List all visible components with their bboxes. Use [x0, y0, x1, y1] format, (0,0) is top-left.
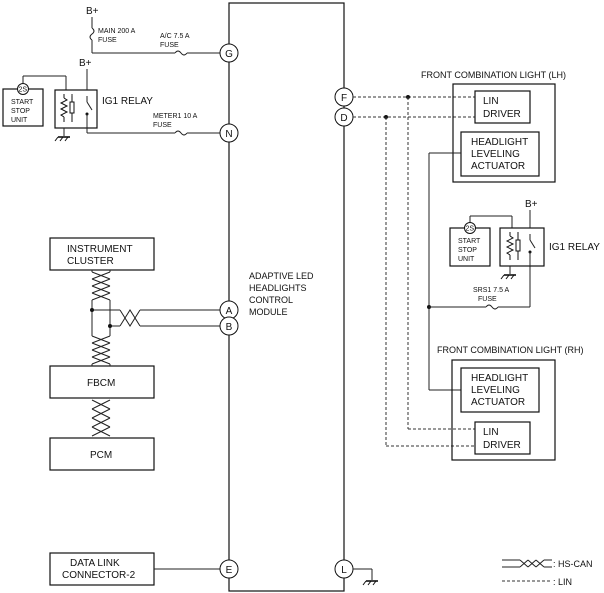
module-body	[228, 2, 345, 592]
ac-fuse-label-1: A/C 7.5 A	[160, 33, 190, 40]
pin-g-circle	[219, 43, 239, 63]
battery-label-main: B+	[86, 6, 99, 17]
pcm-label: PCM	[90, 450, 112, 461]
ig1-relay-circuit-lh: START STOP UNIT 2S B+ IG1 RELAY METER1 1…	[2, 58, 220, 142]
pin-l: L	[341, 565, 347, 576]
pcm-box	[49, 437, 155, 471]
front-lh-title: FRONT COMBINATION LIGHT (LH)	[421, 70, 566, 80]
pin-e: E	[226, 565, 233, 576]
module-name-line-4: MODULE	[249, 307, 288, 317]
meter1-fuse-label-1: METER1 10 A	[153, 113, 198, 120]
lin-driver-rh-line-1: LIN	[483, 427, 499, 438]
relay-pin-label-lh: 2S	[19, 87, 28, 94]
battery-label-lh: B+	[79, 58, 92, 69]
pin-n: N	[225, 129, 232, 140]
actuator-rh-line-2: LEVELING	[471, 385, 520, 396]
pin-e-circle	[219, 559, 239, 579]
ig1-relay-rh-label: IG1 RELAY	[549, 242, 600, 253]
actuator-lh-line-1: HEADLIGHT	[471, 137, 528, 148]
pin-f: F	[341, 93, 347, 104]
start-stop-rh-line-1: START	[458, 238, 481, 245]
front-lh-frame	[452, 83, 556, 183]
legend-lin-label: : LIN	[553, 577, 572, 587]
instrument-cluster-line-2: CLUSTER	[67, 256, 114, 267]
fbcm-box	[49, 365, 155, 399]
ig1-relay-circuit-rh: START STOP UNIT 2S B+ IG1 RELAY	[449, 199, 600, 280]
lin-driver-lh-line-2: DRIVER	[483, 109, 521, 120]
front-rh-frame	[451, 359, 556, 461]
pin-g: G	[225, 49, 233, 60]
hs-can-bus: INSTRUMENT CLUSTER FBCM PCM	[49, 237, 220, 471]
hs-can-twisted-pair-upper	[91, 270, 111, 366]
pin-b: B	[226, 322, 233, 333]
instrument-cluster-line-1: INSTRUMENT	[67, 244, 133, 255]
fbcm-label: FBCM	[87, 378, 115, 389]
start-stop-unit-lh	[2, 88, 44, 127]
data-link-connector-box	[49, 552, 155, 586]
hs-can-twisted-pair-lower	[91, 335, 111, 437]
front-combination-light-rh: FRONT COMBINATION LIGHT (RH) HEADLIGHT L…	[437, 345, 584, 461]
main-fuse-label-1: MAIN 200 A	[98, 28, 136, 35]
main-fuse-label-2: FUSE	[98, 37, 117, 44]
module-name-line-3: CONTROL	[249, 295, 293, 305]
start-stop-unit-rh	[449, 227, 491, 267]
relay-pin-circle-lh	[17, 83, 29, 95]
actuator-rh-line-3: ACTUATOR	[471, 397, 525, 408]
start-stop-rh-line-2: STOP	[458, 247, 477, 254]
relay-pin-label-rh: 2S	[466, 226, 475, 233]
pin-a: A	[226, 306, 233, 317]
relay-pin-circle-rh	[464, 222, 476, 234]
actuator-supply-wiring: SRS1 7.5 A FUSE	[427, 152, 531, 391]
ac-fuse-label-2: FUSE	[160, 42, 179, 49]
legend-hs-can-label: : HS-CAN	[553, 559, 593, 569]
headlight-leveling-actuator-lh-box	[460, 131, 540, 177]
legend: : HS-CAN : LIN	[502, 559, 593, 587]
actuator-rh-line-1: HEADLIGHT	[471, 373, 528, 384]
ig1-relay-lh-label: IG1 RELAY	[102, 96, 153, 107]
dlc-line-1: DATA LINK	[70, 558, 120, 569]
pin-n-circle	[219, 123, 239, 143]
ig1-relay-lh	[54, 89, 98, 129]
srs1-fuse-label-1: SRS1 7.5 A	[473, 287, 510, 294]
lin-driver-rh-line-2: DRIVER	[483, 440, 521, 451]
start-stop-lh-line-2: STOP	[11, 108, 30, 115]
adaptive-led-headlights-control-module: ADAPTIVE LED HEADLIGHTS CONTROL MODULE	[228, 2, 345, 592]
start-stop-rh-line-3: UNIT	[458, 256, 475, 263]
data-link-connector-circuit: DATA LINK CONNECTOR-2	[49, 552, 220, 586]
module-pins: G N A B E F D L	[219, 43, 354, 579]
pin-b-circle	[219, 316, 239, 336]
lin-driver-lh-box	[474, 90, 531, 124]
lin-driver-rh-box	[474, 421, 531, 455]
headlight-leveling-actuator-rh-box	[460, 367, 540, 413]
lin-wiring	[353, 95, 475, 447]
start-stop-lh-line-1: START	[11, 99, 34, 106]
module-name-line-2: HEADLIGHTS	[249, 283, 307, 293]
srs1-fuse-label-2: FUSE	[478, 296, 497, 303]
front-rh-title: FRONT COMBINATION LIGHT (RH)	[437, 345, 584, 355]
module-name-line-1: ADAPTIVE LED	[249, 271, 314, 281]
pin-d: D	[340, 113, 347, 124]
actuator-lh-line-3: ACTUATOR	[471, 161, 525, 172]
lin-driver-lh-line-1: LIN	[483, 96, 499, 107]
meter1-fuse-label-2: FUSE	[153, 122, 172, 129]
start-stop-lh-line-3: UNIT	[11, 117, 28, 124]
actuator-lh-line-2: LEVELING	[471, 149, 520, 160]
module-ground	[353, 568, 379, 586]
dlc-line-2: CONNECTOR-2	[62, 570, 136, 581]
front-combination-light-lh: FRONT COMBINATION LIGHT (LH) LIN DRIVER …	[421, 70, 566, 183]
battery-label-rh: B+	[525, 199, 538, 210]
main-supply-circuit: B+ MAIN 200 A FUSE A/C 7.5 A FUSE	[86, 6, 220, 56]
instrument-cluster-box	[49, 237, 155, 271]
